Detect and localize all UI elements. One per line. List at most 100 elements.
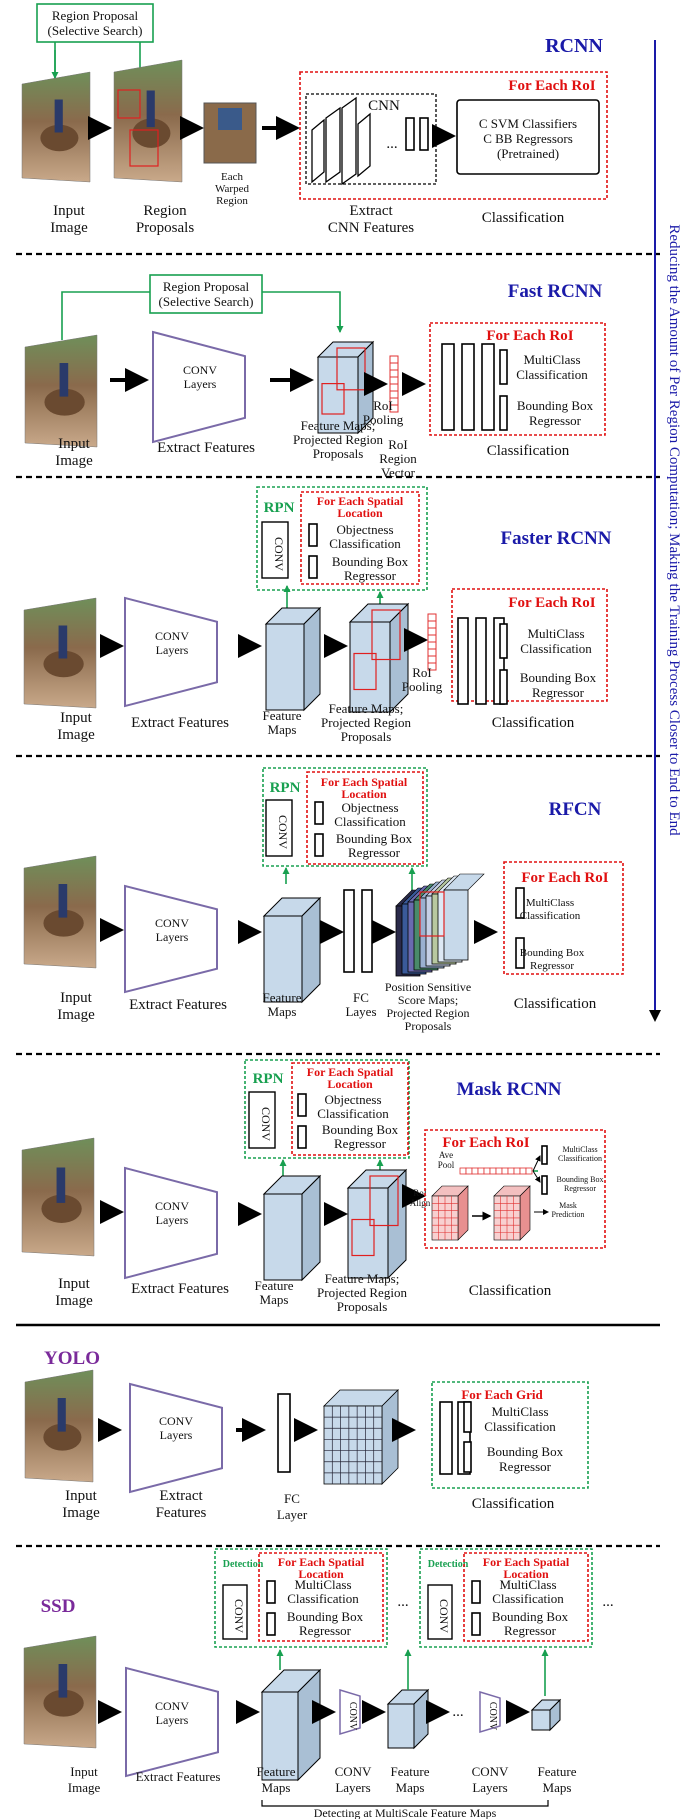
rfcn-bbox-rpn-2: Regressor [348, 845, 401, 860]
faster-fc-bar-3 [493, 617, 505, 705]
mask-prediction-1: Mask [559, 1201, 577, 1210]
yolo-input-image-rider [57, 1398, 66, 1432]
rfcn-rpn-conv-box [265, 799, 293, 857]
yolo-fc-label-2: Layer [277, 1507, 308, 1522]
rfcn-fmap-small-label-2: Maps [268, 1004, 297, 1019]
fast-input-label-1: Input [58, 436, 90, 452]
yolo-conv-label-2: Layers [160, 1428, 193, 1442]
rcnn-proposals-image-proposal-box-2 [129, 129, 159, 167]
mask-head-features-side [519, 1185, 531, 1241]
yolo-fc-label-1: FC [284, 1491, 300, 1506]
mask-multiclass-1: MultiClass [562, 1145, 597, 1154]
mask-feature-map-front [347, 1187, 389, 1279]
fast-roi-vector-cell-5 [389, 383, 399, 392]
faster-feature-map-small [264, 606, 322, 712]
rfcn-score-roi [419, 891, 445, 937]
fast-roi-pooling-label-1: RoI [373, 398, 393, 413]
ssd-head-1-cls-bar [266, 1580, 276, 1604]
rfcn-bbox-1: Bounding Box [520, 947, 585, 959]
ssd-head-1-detection-label: Detection [223, 1559, 264, 1570]
ssd-head-1-box [214, 1548, 388, 1648]
mask-roi-features-side [457, 1185, 469, 1241]
rfcn-extract-label: Extract Features [129, 997, 227, 1013]
yolo-multiclass-1: MultiClass [491, 1404, 548, 1419]
faster-multiclass-2: Classification [520, 641, 592, 656]
mask-ave-pool-1: Ave [439, 1150, 453, 1160]
faster-feature-map-roi-2 [353, 652, 377, 691]
fast-rp-line-left [61, 291, 150, 340]
rcnn-region-proposal-1: Region Proposal [52, 8, 139, 23]
yolo-grid-front [323, 1405, 383, 1485]
fast-rp-2: (Selective Search) [159, 294, 254, 309]
rfcn-conv-label-2: Layers [156, 930, 189, 944]
ssd-feature-map-2 [386, 1688, 430, 1750]
faster-conv-label-1: CONV [155, 629, 189, 643]
mask-to-cls [532, 1155, 541, 1172]
ssd-head-2-multiclass-1: MultiClass [499, 1577, 556, 1592]
ssd-feature-map-3 [530, 1698, 562, 1732]
faster-bbox-2: Regressor [532, 685, 585, 700]
faster-classification-label: Classification [492, 715, 575, 731]
rcnn-input-image [21, 71, 91, 183]
mask-extract-label: Extract Features [131, 1281, 229, 1297]
yolo-head-bar-2 [463, 1441, 472, 1473]
mask-input-image [21, 1137, 95, 1257]
rfcn-input-image-rider [58, 884, 68, 918]
rfcn-objectness-1: Objectness [341, 800, 398, 815]
ssd-ellipsis-3: ... [452, 1704, 463, 1720]
faster-bbox-rpn-2: Regressor [344, 568, 397, 583]
yolo-multiclass-2: Classification [484, 1419, 556, 1434]
mask-bbox-rpn-2: Regressor [334, 1136, 387, 1151]
rfcn-spatial-box [306, 771, 424, 865]
yolo-fc-bar-1 [439, 1401, 453, 1475]
rfcn-score-maps-label-2: Score Maps; [398, 993, 458, 1007]
mask-input-label-2: Image [55, 1293, 93, 1309]
yolo-extract-label-2: Features [156, 1505, 207, 1521]
ssd-head-1-spatial-box [258, 1552, 384, 1642]
ssd-head-2-spatial-box [463, 1552, 589, 1642]
mask-multiclass-2: Classification [558, 1154, 602, 1163]
ssd-conv-layers-2-label-2: Layers [472, 1780, 507, 1795]
rfcn-feature-map-small-side [301, 896, 321, 1004]
rfcn-fc-label-1: FC [353, 990, 369, 1005]
faster-roi-vector-cell-5 [427, 641, 437, 650]
rcnn-classifiers-2: C BB Regressors [483, 131, 573, 146]
mask-fmap-label-1: Feature Maps; [325, 1271, 400, 1286]
faster-roi-vector-cell-3 [427, 627, 437, 636]
rfcn-rpn-label: RPN [270, 780, 301, 796]
rfcn-score-maps-label-1: Position Sensitive [385, 980, 471, 994]
faster-roi-vector-cell-8 [427, 662, 437, 671]
mask-rpn-conv-box [248, 1091, 276, 1149]
faster-roi-vector-cell-6 [427, 648, 437, 657]
mask-obj-bar [297, 1093, 307, 1117]
mask-fmap-small-label-2: Maps [260, 1292, 289, 1307]
fast-head-bar-2 [499, 395, 508, 431]
fast-feature-map-roi-1 [336, 347, 366, 391]
mask-pool-cell-9 [507, 1167, 515, 1175]
faster-fc-bar-2 [475, 617, 487, 705]
mask-conv-label-2: Layers [156, 1213, 189, 1227]
ssd-head-1-bbox-1: Bounding Box [287, 1609, 364, 1624]
mask-spatial-1: For Each Spatial [307, 1065, 394, 1079]
ssd-head-2-spatial-1: For Each Spatial [483, 1555, 570, 1569]
rcnn-classifiers-3: (Pretrained) [497, 146, 559, 161]
faster-feature-map-small-front [265, 623, 305, 711]
faster-rpn-label: RPN [264, 500, 295, 516]
yolo-conv-label-1: CONV [159, 1414, 193, 1428]
faster-objectness-1: Objectness [336, 522, 393, 537]
ssd-footer: Detecting at MultiScale Feature Maps [314, 1806, 497, 1819]
faster-input-image-rider [58, 625, 68, 659]
rcnn-classifier-box [456, 99, 600, 175]
ssd-fmap-2-label-2: Maps [396, 1780, 425, 1795]
fast-multiclass-1: MultiClass [523, 352, 580, 367]
ssd-conv-small-2-label: CONV [487, 1702, 498, 1731]
mask-to-bbox [532, 1170, 541, 1183]
mask-fmap-label-2: Projected Region [317, 1285, 407, 1300]
mask-spatial-box [291, 1062, 409, 1156]
mask-bbox-2: Regressor [564, 1184, 596, 1193]
faster-bbox-1: Bounding Box [520, 670, 597, 685]
mask-pool-cell-8 [501, 1167, 509, 1175]
ssd-fmap-3-label-1: Feature [538, 1764, 577, 1779]
mask-cls-bar [541, 1145, 548, 1165]
rcnn-input-label-1: Input [53, 203, 85, 219]
